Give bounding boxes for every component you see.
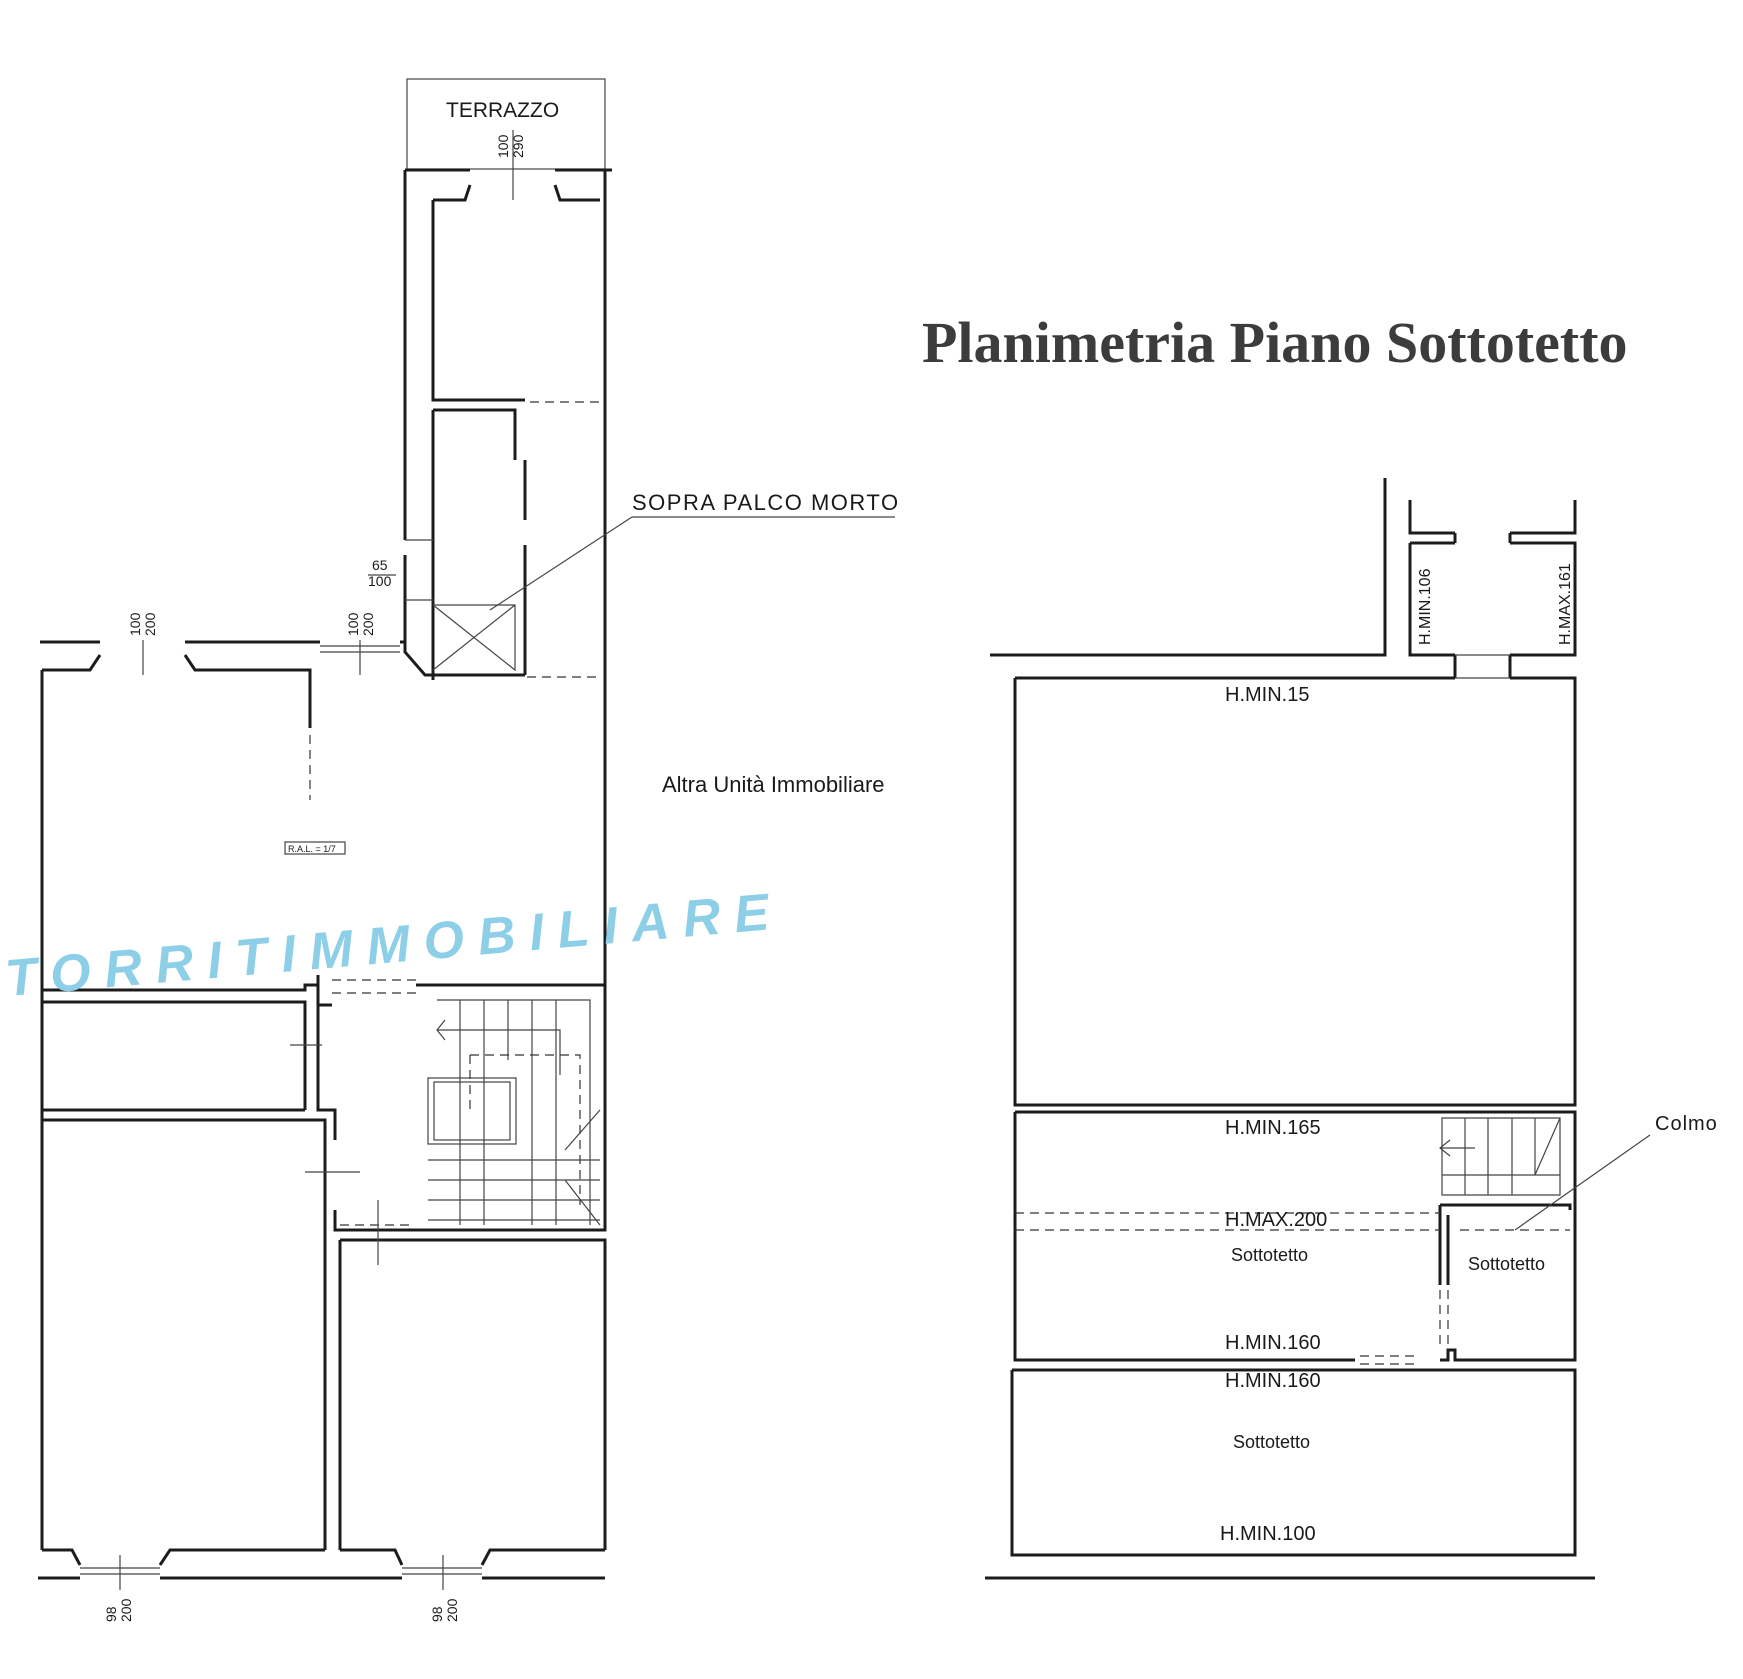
- staircase: [427, 999, 601, 1226]
- h-min-106-label: H.MIN.106: [1417, 568, 1434, 645]
- opening-100-290-bottom: 290: [510, 134, 526, 158]
- opening-65-100-bottom: 100: [368, 573, 392, 589]
- h-max-161-label: H.MAX.161: [1557, 563, 1574, 645]
- terrazzo-label: TERRAZZO: [446, 99, 559, 122]
- h-min-160-a-label: H.MIN.160: [1225, 1332, 1321, 1354]
- h-min-100-label: H.MIN.100: [1220, 1523, 1316, 1545]
- opening-100-200-a-top: 100: [127, 612, 143, 636]
- sottotetto-3-label: Sottotetto: [1233, 1432, 1310, 1452]
- opening-65-100-top: 65: [372, 557, 388, 573]
- colmo-label: Colmo: [1655, 1113, 1718, 1135]
- h-min-160-b-label: H.MIN.160: [1225, 1370, 1321, 1392]
- opening-98-200-b-bottom: 200: [444, 1598, 460, 1622]
- opening-98-200-a-bottom: 200: [118, 1598, 134, 1622]
- watermark-stamp: TORRITIMMOBILIARE: [3, 882, 785, 1008]
- page-title: Planimetria Piano Sottotetto: [922, 310, 1628, 375]
- small-staircase: [1439, 1117, 1561, 1196]
- opening-98-200-a-top: 98: [103, 1606, 119, 1622]
- altra-unita-label: Altra Unità Immobiliare: [662, 772, 885, 797]
- opening-100-200-b-bottom: 200: [360, 612, 376, 636]
- opening-100-200-a-bottom: 200: [142, 612, 158, 636]
- right-floor-plan: H.MIN.106 H.MAX.161 H.MIN.15 H.MIN.165 H…: [985, 478, 1718, 1580]
- terrazzo-area: [406, 78, 606, 170]
- opening-100-200-b-top: 100: [345, 612, 361, 636]
- h-max-200-label: H.MAX.200: [1225, 1209, 1327, 1231]
- sottotetto-1-label: Sottotetto: [1231, 1245, 1308, 1265]
- left-floor-plan: TERRAZZO 65 100 100 290 SOPRA PALCO MORT…: [38, 78, 900, 1622]
- h-min-165-label: H.MIN.165: [1225, 1117, 1321, 1139]
- sopra-palco-label: SOPRA PALCO MORTO: [632, 490, 900, 515]
- sottotetto-2-label: Sottotetto: [1468, 1254, 1545, 1274]
- ral-tag: R.A.L. = 1/7: [288, 844, 336, 854]
- opening-98-200-b-top: 98: [429, 1606, 445, 1622]
- h-min-15-label: H.MIN.15: [1225, 684, 1309, 706]
- opening-100-290-top: 100: [495, 134, 511, 158]
